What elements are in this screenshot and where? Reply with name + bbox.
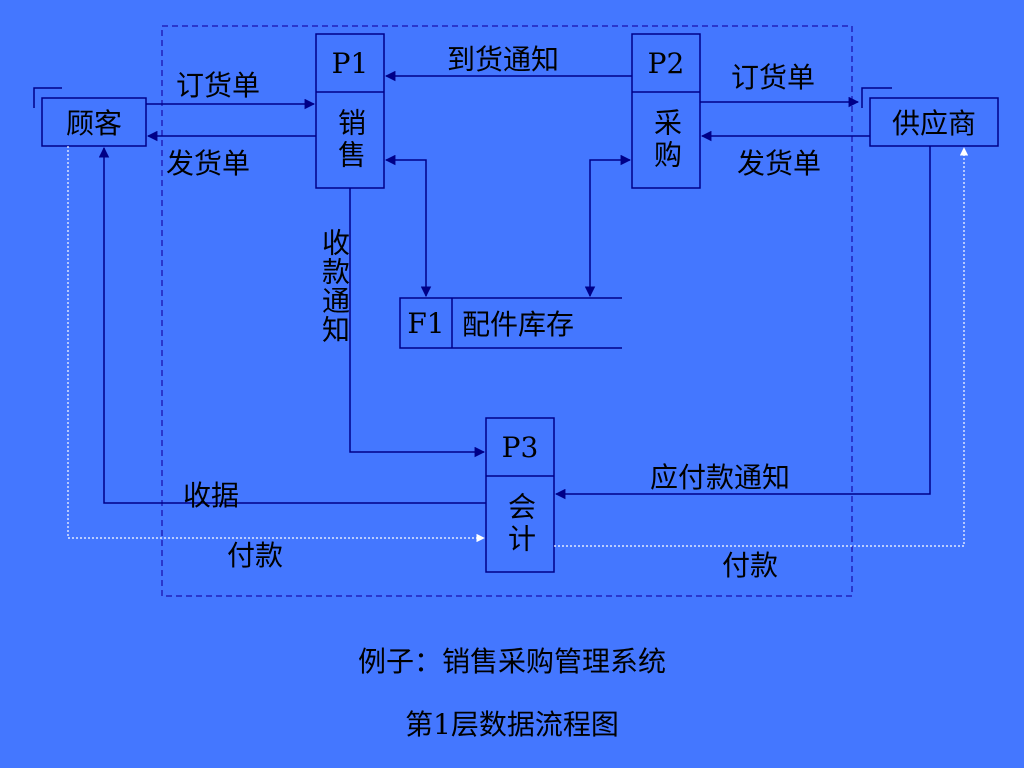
flow-delivery-customer-label: 发货单 xyxy=(166,147,251,180)
flow-payment-customer-label: 付款 xyxy=(227,539,284,572)
flow-collection-notice-arrow xyxy=(349,188,486,458)
process-p3-id: P3 xyxy=(501,430,539,464)
process-p1-name: 销售 xyxy=(334,108,367,172)
entity-customer-label: 顾客 xyxy=(65,107,122,140)
process-p1-name-cell: 销售 xyxy=(316,92,384,188)
data-store-f1 xyxy=(399,297,622,349)
process-p2-id: P2 xyxy=(647,46,685,80)
process-p2: P2 采购 xyxy=(632,34,700,188)
caption-title: 例子：销售采购管理系统 xyxy=(357,645,666,678)
process-p3-name: 会计 xyxy=(504,492,537,556)
flow-payment-supplier-arrow xyxy=(554,147,969,547)
flow-delivery-supplier-label: 发货单 xyxy=(737,147,822,180)
flow-payment-supplier-label: 付款 xyxy=(722,549,779,582)
process-p3: P3 会计 xyxy=(486,418,554,572)
process-p2-box xyxy=(631,33,701,189)
process-p3-name-cell: 会计 xyxy=(486,476,554,572)
caption-subtitle: 第1层数据流程图 xyxy=(405,708,619,741)
system-boundary xyxy=(161,25,853,597)
entity-supplier-label: 供应商 xyxy=(891,107,976,140)
flow-p2-store-arrow xyxy=(584,154,632,298)
process-p3-box xyxy=(485,417,555,573)
entity-customer-box xyxy=(33,87,147,147)
process-p2-name: 采购 xyxy=(650,108,683,172)
flow-order-supplier-label: 订货单 xyxy=(731,61,816,94)
process-p1-id: P1 xyxy=(331,46,369,80)
flow-payable-notice-label: 应付款通知 xyxy=(650,461,791,494)
flow-receipt-arrow xyxy=(98,146,486,504)
flow-receipt-label: 收据 xyxy=(183,479,240,512)
entity-supplier-box xyxy=(861,87,999,147)
process-p1: P1 销售 xyxy=(316,34,384,188)
flow-payment-customer-arrow xyxy=(67,146,485,543)
process-p2-name-cell: 采购 xyxy=(632,92,700,188)
flow-arrival-notice-label: 到货通知 xyxy=(447,43,560,76)
flow-payable-notice-arrow xyxy=(554,146,931,500)
data-store-f1-name: 配件库存 xyxy=(462,308,575,341)
flow-collection-notice-label: 收款通知 xyxy=(318,228,351,344)
data-store-f1-id: F1 xyxy=(407,306,445,340)
flow-order-customer-label: 订货单 xyxy=(176,69,261,102)
flow-p1-store-arrow xyxy=(384,154,432,298)
